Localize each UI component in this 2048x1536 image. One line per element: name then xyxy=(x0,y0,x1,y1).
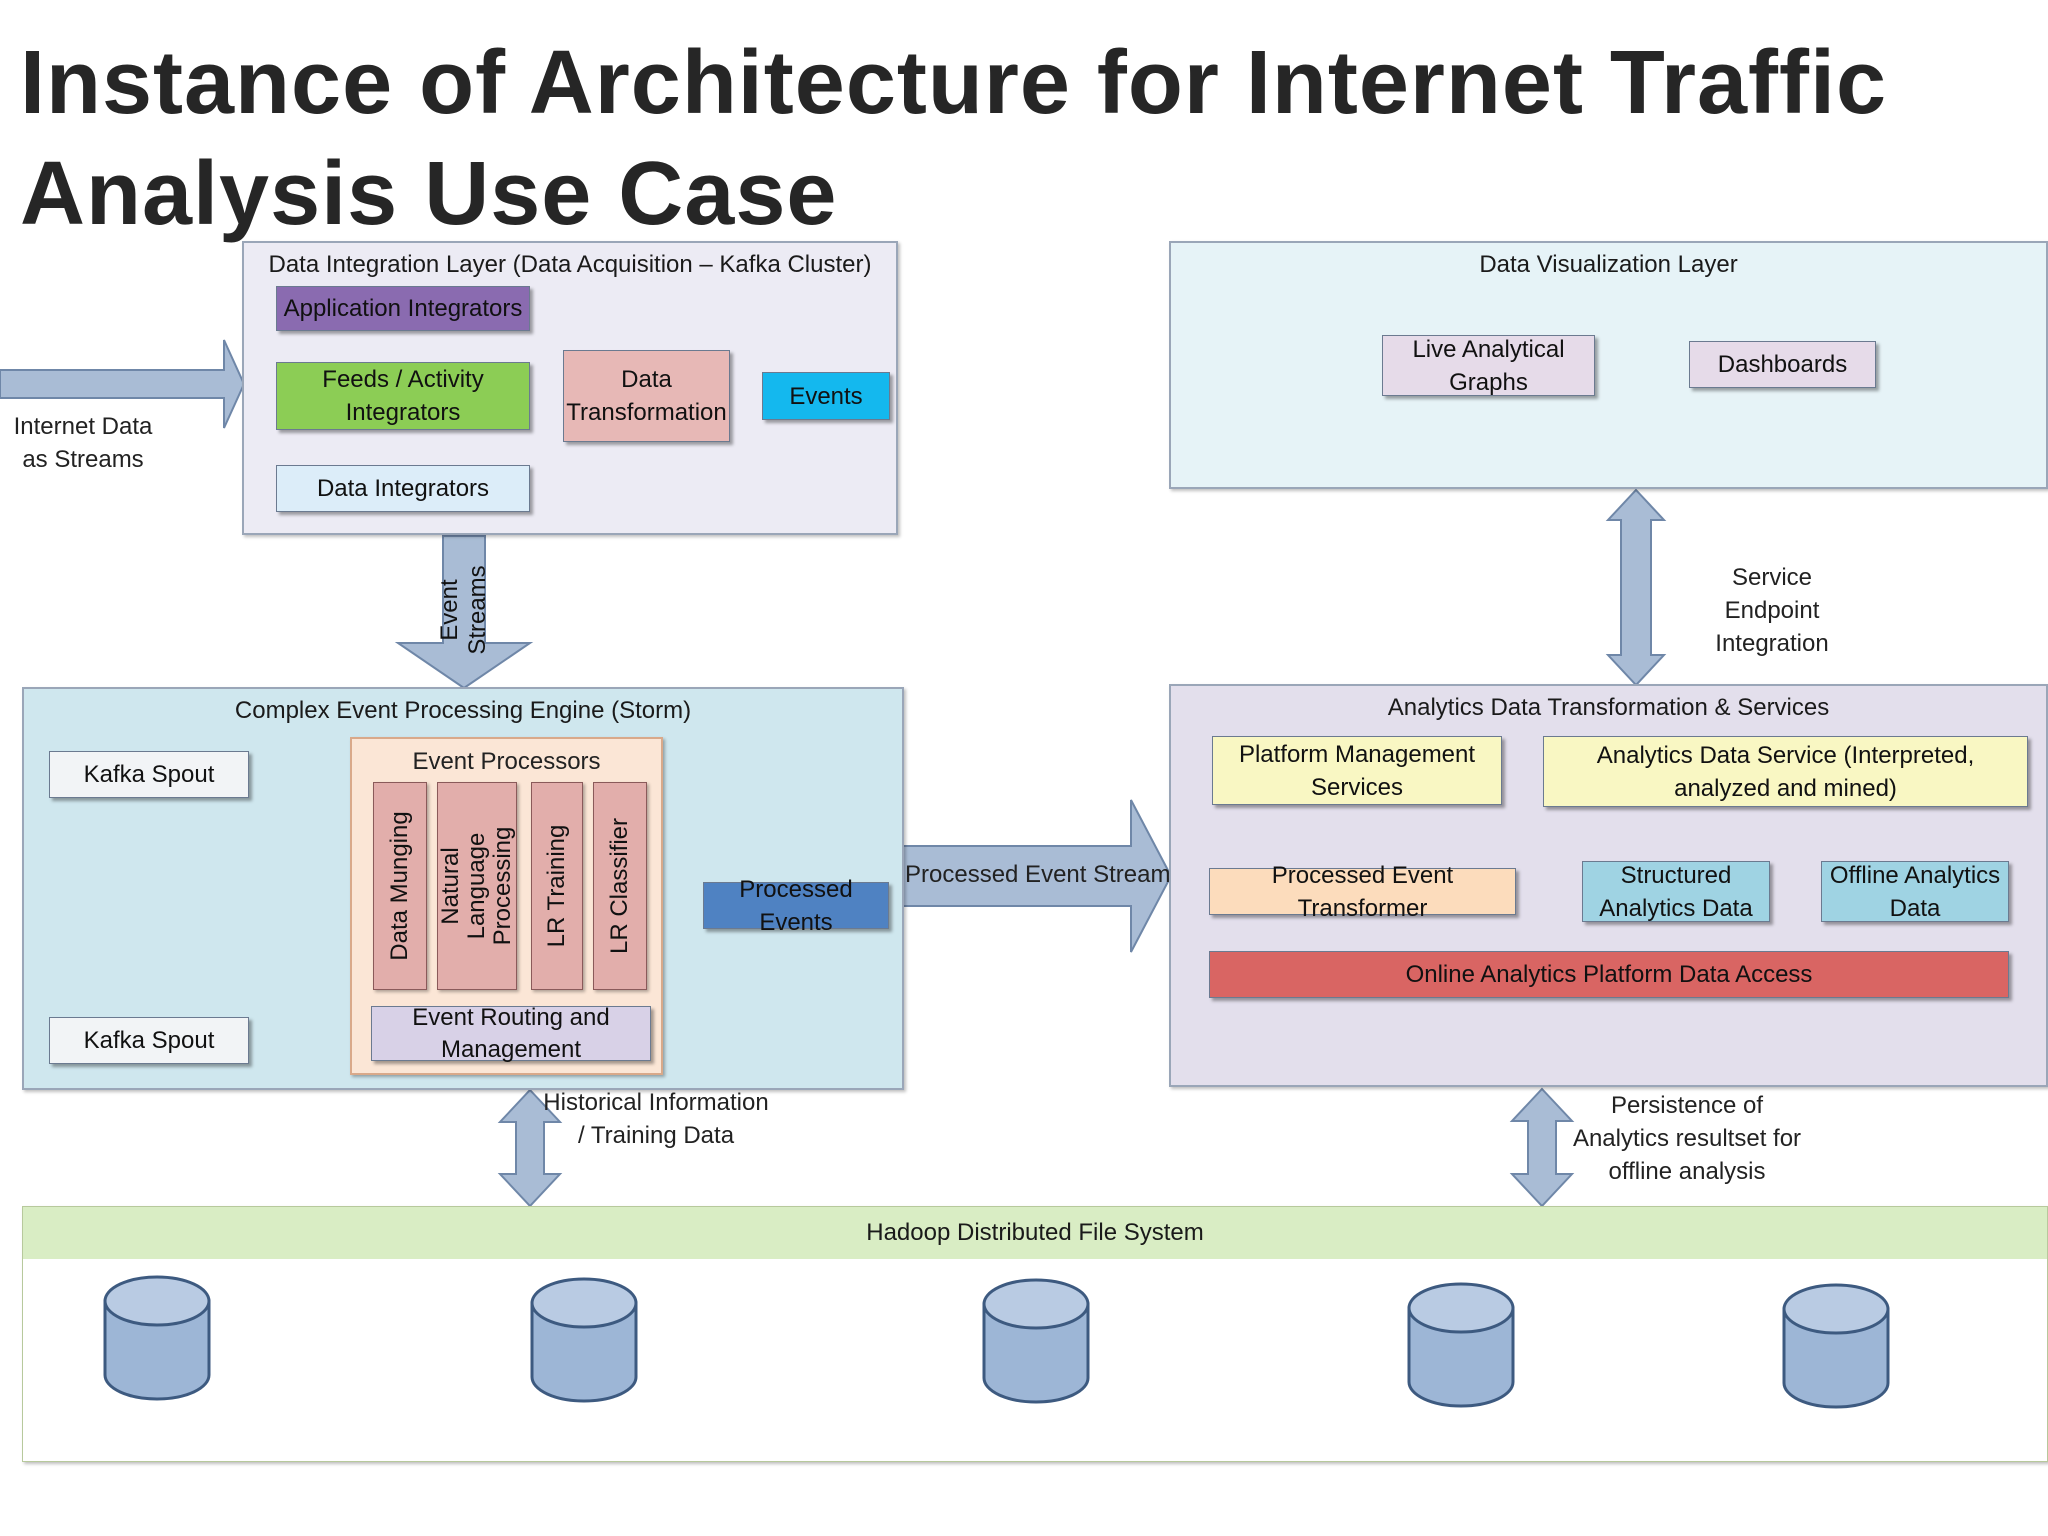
event-routing-box: Event Routing and Management xyxy=(371,1004,651,1063)
processed-events-box: Processed Events xyxy=(703,876,889,936)
lr-training-box: LR Training xyxy=(531,782,583,990)
persistence-arrow xyxy=(1509,1087,1575,1208)
internet-data-label: Internet Data as Streams xyxy=(13,413,153,473)
lr-training-label: LR Training xyxy=(543,824,570,948)
page-title: Instance of Architecture for Internet Tr… xyxy=(20,28,1887,250)
data-munging-label: Data Munging xyxy=(386,811,413,961)
historical-information-label: Historical Information / Training Data xyxy=(543,1089,769,1149)
kafka-spout-1-box: Kafka Spout xyxy=(49,751,249,798)
title-line-2: Analysis Use Case xyxy=(20,144,838,244)
platform-management-services-box: Platform Management Services xyxy=(1212,736,1502,805)
event-streams-label-line1: Event xyxy=(436,579,463,641)
processed-event-transformer-box: Processed Event Transformer xyxy=(1209,862,1516,922)
lr-classifier-label: LR Classifier xyxy=(606,817,633,955)
analytics-data-service-box: Analytics Data Service (Interpreted, ana… xyxy=(1543,736,2028,807)
hdfs-title: Hadoop Distributed File System xyxy=(23,1207,2047,1259)
data-visualization-title: Data Visualization Layer xyxy=(1479,251,1738,278)
nlp-label-line1: Natural xyxy=(437,847,464,925)
title-line-1: Instance of Architecture for Internet Tr… xyxy=(20,33,1888,133)
kafka-spout-2-box: Kafka Spout xyxy=(49,1017,249,1064)
processed-event-streams-label: Processed Event Streams xyxy=(905,861,1183,888)
event-processors-title: Event Processors xyxy=(412,748,601,775)
offline-analytics-data-box: Offline Analytics Data xyxy=(1821,861,2009,922)
event-streams-label: Event Streams xyxy=(434,560,494,660)
online-analytics-platform-data-access-box: Online Analytics Platform Data Access xyxy=(1209,951,2009,998)
structured-analytics-data-box: Structured Analytics Data xyxy=(1582,861,1770,922)
dashboards-box: Dashboards xyxy=(1689,341,1876,388)
cep-engine-title: Complex Event Processing Engine (Storm) xyxy=(234,697,692,724)
hdfs-layer: Hadoop Distributed File System xyxy=(22,1206,2048,1462)
analytics-layer-title: Analytics Data Transformation & Services xyxy=(1387,694,1830,721)
event-streams-label-line2: Streams xyxy=(464,565,491,655)
events-box: Events xyxy=(762,372,890,420)
data-integrators-box: Data Integrators xyxy=(276,465,530,512)
nlp-box: Natural Language Processing xyxy=(437,782,517,990)
data-transformation-box: Data Transformation xyxy=(563,350,730,442)
nlp-label-line3: Processing xyxy=(489,826,516,946)
application-integrators-box: Application Integrators xyxy=(276,286,530,331)
lr-classifier-box: LR Classifier xyxy=(593,782,647,990)
data-integration-title: Data Integration Layer (Data Acquisition… xyxy=(268,251,872,278)
nlp-label-line2: Language xyxy=(463,832,490,940)
service-endpoint-label: Service Endpoint Integration xyxy=(1715,564,1829,657)
data-munging-box: Data Munging xyxy=(373,782,427,990)
data-visualization-layer: Data Visualization Layer xyxy=(1169,241,2048,489)
processed-event-streams-arrow xyxy=(902,799,1173,953)
internet-input-arrow xyxy=(0,339,246,429)
persistence-label: Persistence of Analytics resultset for o… xyxy=(1572,1092,1802,1185)
feeds-activity-integrators-box: Feeds / Activity Integrators xyxy=(276,362,530,430)
live-analytical-graphs-box: Live Analytical Graphs xyxy=(1382,335,1595,396)
service-endpoint-arrow xyxy=(1605,488,1667,687)
event-streams-arrow xyxy=(394,535,534,690)
